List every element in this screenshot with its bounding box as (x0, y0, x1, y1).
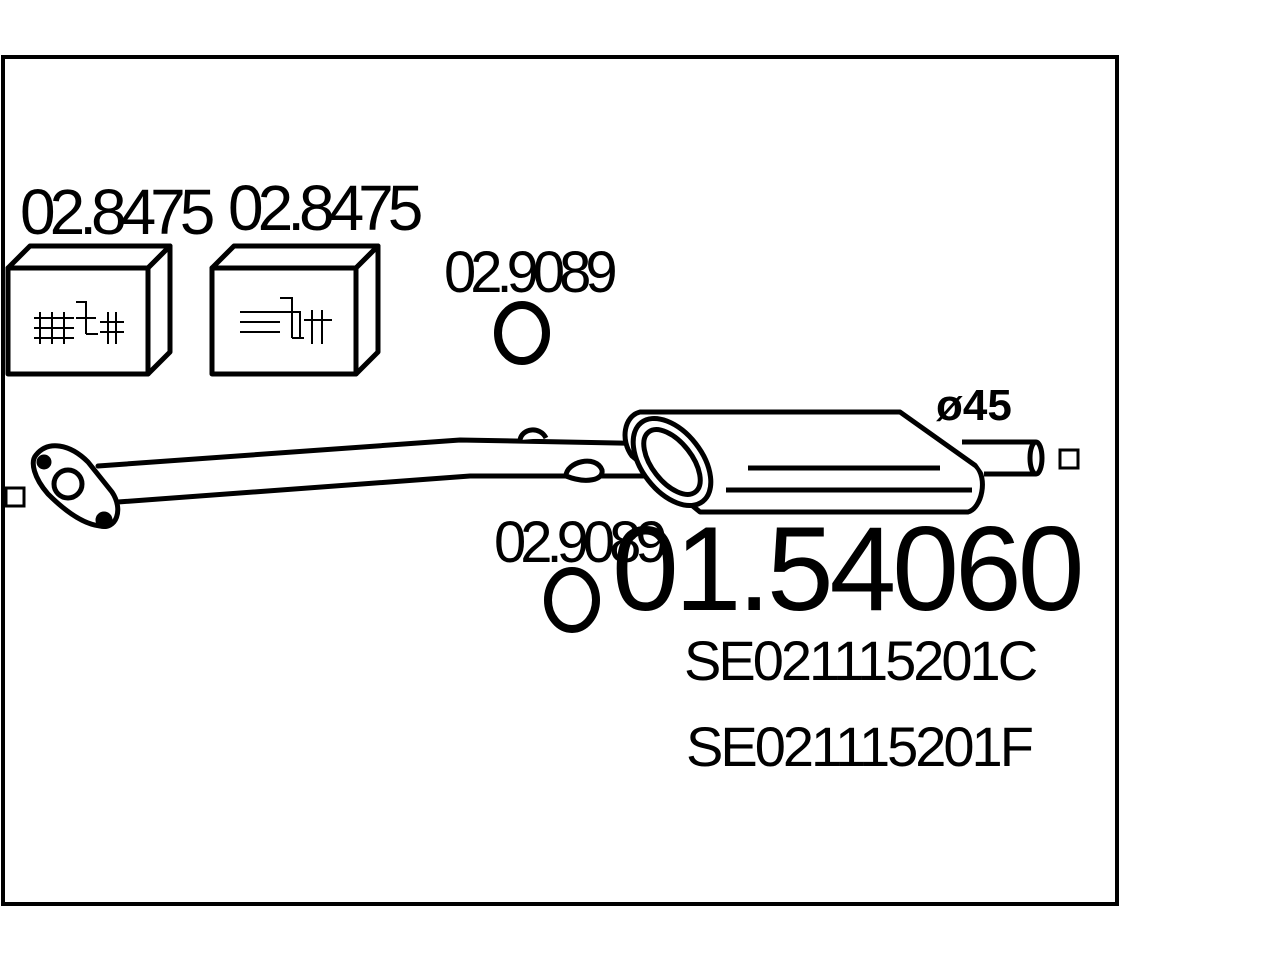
left-connector-square (4, 486, 26, 508)
oem-number-1: SE021115201C (684, 629, 1037, 692)
front-flange (30, 443, 121, 529)
kit-2-part-number: 02.8475 (228, 172, 421, 244)
diagram-frame (1, 55, 1119, 906)
gasket-1-part-number: 02.9089 (444, 240, 615, 305)
gasket-ring-2 (544, 567, 600, 633)
muffler (622, 409, 985, 515)
kit-1-parts-icon (34, 301, 124, 344)
pipe-hanger-1 (517, 427, 549, 441)
pipe-hanger-2 (563, 458, 605, 483)
gasket-2-part-number: 02.9089 (494, 510, 665, 575)
oem-number-2: SE021115201F (686, 715, 1032, 778)
gasket-ring-1 (494, 301, 550, 365)
pipe-diameter-label: ø45 (936, 381, 1012, 430)
kit-2-parts-icon (240, 297, 332, 344)
tail-pipe (962, 439, 1045, 477)
mounting-kit-box-1 (5, 243, 173, 377)
right-connector-square (1058, 448, 1080, 470)
kit-1-part-number: 02.8475 (20, 176, 213, 248)
mounting-kit-box-2 (209, 243, 381, 377)
main-part-number: 01.54060 (612, 502, 1081, 636)
